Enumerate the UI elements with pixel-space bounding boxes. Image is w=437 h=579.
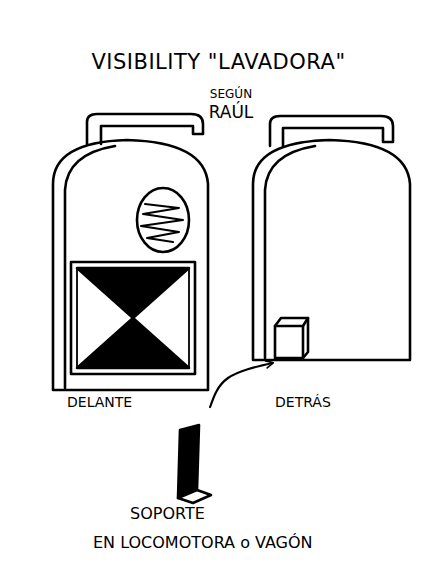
part-note: EN LOCOMOTORA o VAGÓN <box>93 533 363 552</box>
support-group: SOPORTE EN LOCOMOTORA o VAGÓN <box>85 410 363 552</box>
title-holder: VISIBILITY "LAVADORA" <box>0 50 437 74</box>
mount-box <box>275 326 303 358</box>
front-device <box>53 114 208 390</box>
device-view: DETRÁS <box>245 112 417 360</box>
support-plate <box>178 425 199 498</box>
mount-box-side <box>303 318 308 358</box>
title: VISIBILITY "LAVADORA" <box>0 50 437 74</box>
view-label: DETRÁS <box>275 394 417 410</box>
support-foot <box>178 490 211 503</box>
handle <box>87 114 203 144</box>
support-piece <box>178 425 211 503</box>
part-name: SOPORTE <box>130 504 363 523</box>
device-body <box>53 140 208 390</box>
porthole <box>137 188 189 252</box>
subtitle: RAÚL <box>171 102 291 122</box>
view-label: DELANTE <box>67 394 217 410</box>
scribble <box>141 204 183 242</box>
label-holder: SEGÚN <box>171 87 291 101</box>
device-body <box>253 140 410 360</box>
window-inner <box>77 268 189 368</box>
handle <box>270 116 393 146</box>
back-device <box>253 116 410 360</box>
black-triangle <box>77 318 189 368</box>
window <box>71 262 195 374</box>
side-edge <box>265 146 315 358</box>
black-triangle <box>77 268 189 318</box>
label-holder: RAÚL <box>171 102 291 122</box>
arrow-connector <box>210 363 272 407</box>
mount-box-top <box>275 318 308 326</box>
device-view: DELANTE <box>45 112 217 392</box>
subtitle: SEGÚN <box>171 87 291 101</box>
